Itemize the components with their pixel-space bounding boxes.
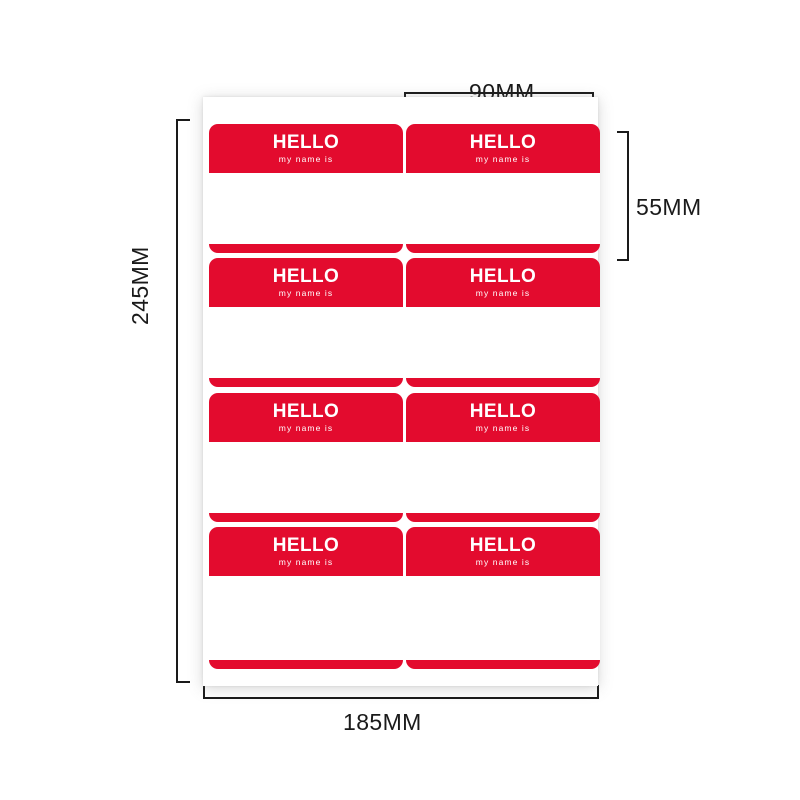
label-write-area[interactable]	[209, 173, 403, 244]
label-footer-strip	[209, 244, 403, 253]
dimension-bracket-label-height	[617, 131, 629, 261]
label-subtitle: my name is	[475, 423, 531, 434]
label-footer-strip	[406, 513, 600, 522]
dimension-bracket-sheet-width	[203, 685, 599, 699]
label-subtitle: my name is	[278, 557, 334, 568]
label-footer-strip	[406, 378, 600, 387]
label-write-area[interactable]	[209, 307, 403, 378]
dimension-label-label-height: 55MM	[636, 194, 702, 220]
label-write-area[interactable]	[406, 442, 600, 513]
label-footer-strip	[209, 378, 403, 387]
label-write-area[interactable]	[406, 173, 600, 244]
label-title: HELLO	[272, 401, 340, 423]
label-write-area[interactable]	[209, 576, 403, 660]
label-subtitle: my name is	[475, 154, 531, 165]
label-title: HELLO	[469, 132, 537, 154]
dimension-label-sheet-height: 245MM	[127, 246, 153, 325]
dimension-bracket-sheet-height	[176, 119, 190, 683]
label-title: HELLO	[272, 132, 340, 154]
dimension-label-sheet-width: 185MM	[343, 709, 422, 735]
label-footer-strip	[209, 660, 403, 669]
label-subtitle: my name is	[278, 288, 334, 299]
label-write-area[interactable]	[406, 576, 600, 660]
label-footer-strip	[406, 244, 600, 253]
label-title: HELLO	[469, 266, 537, 288]
label-subtitle: my name is	[278, 423, 334, 434]
label-title: HELLO	[272, 535, 340, 557]
label-subtitle: my name is	[278, 154, 334, 165]
label-write-area[interactable]	[406, 307, 600, 378]
label-footer-strip	[209, 513, 403, 522]
label-title: HELLO	[469, 401, 537, 423]
label-subtitle: my name is	[475, 288, 531, 299]
label-subtitle: my name is	[475, 557, 531, 568]
label-title: HELLO	[469, 535, 537, 557]
label-write-area[interactable]	[209, 442, 403, 513]
label-footer-strip	[406, 660, 600, 669]
label-title: HELLO	[272, 266, 340, 288]
